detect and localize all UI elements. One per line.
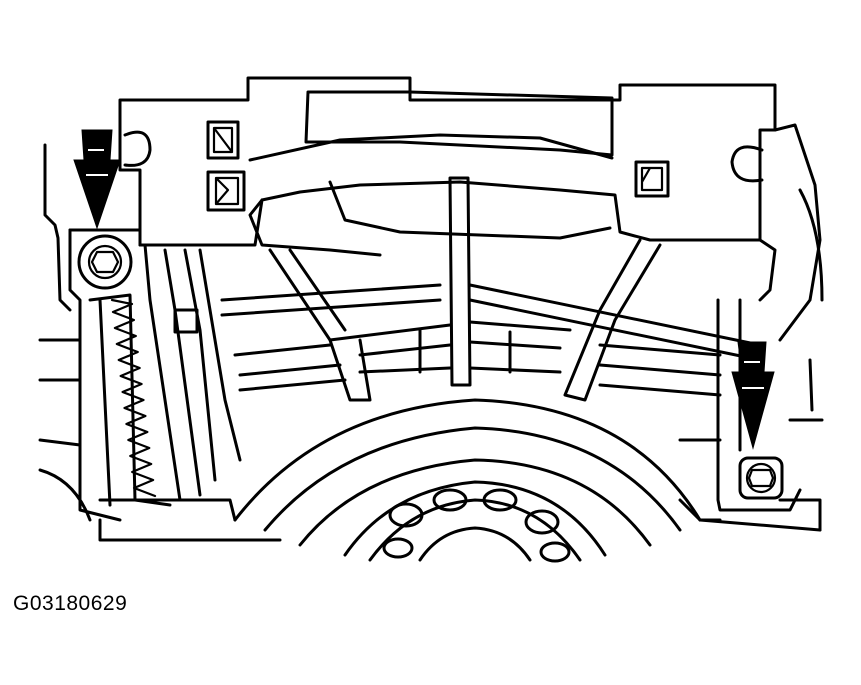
- left-bolt-assembly: [77, 234, 242, 507]
- left-pointer-arrow-icon: [73, 129, 121, 230]
- right-pointer-arrow-icon: [731, 341, 775, 450]
- cover-ribs: [220, 176, 762, 402]
- figure-id-label: G03180629: [13, 592, 128, 615]
- left-bolt-head: [77, 234, 133, 290]
- crankshaft-pulley: [233, 398, 702, 563]
- bottom-flange: [98, 498, 722, 522]
- right-bolt-assembly: [738, 456, 784, 500]
- threaded-stud: [110, 298, 157, 498]
- top-bracket: [118, 76, 777, 257]
- engine-timing-cover-drawing: [38, 76, 824, 563]
- left-housing: [38, 143, 282, 542]
- pulley-bolt-holes: [382, 488, 571, 563]
